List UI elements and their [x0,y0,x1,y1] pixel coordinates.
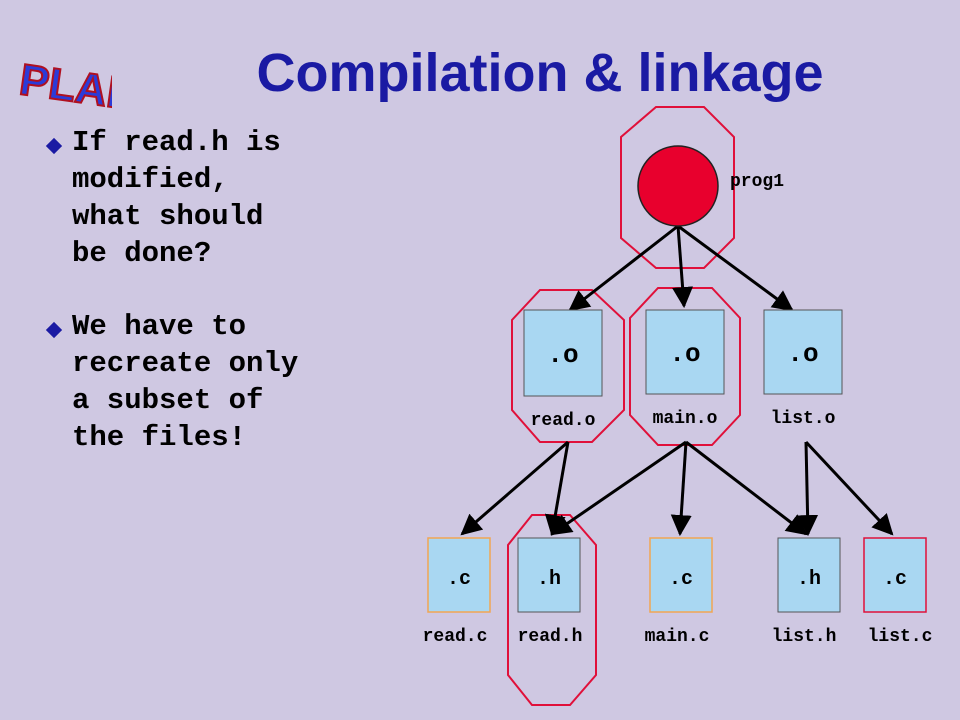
readh-box-text: .h [537,568,561,591]
listo-box-text: .o [787,339,818,369]
edge-prog1-maino [672,225,694,309]
highlight-reado-octagon [511,289,625,443]
edge-maino-listh [685,440,808,536]
highlight-maino-octagon [629,287,741,446]
maino-label: main.o [653,409,718,429]
reado-box-text: .o [547,340,578,370]
bullet-item: We have to recreate only a subset of the… [45,308,406,456]
bullet-answer-text: We have to recreate only a subset of the… [72,310,299,454]
bullet-list: If read.h is modified, what should be do… [45,124,406,492]
readc-box [427,537,491,613]
prog1-label: prog1 [730,172,784,192]
bullet-question-text: If read.h is modified, what should be do… [72,126,281,270]
listc-label: list.c [868,627,933,647]
listh-box-text: .h [797,568,821,591]
edge-reado-readc [460,440,569,536]
listh-label: list.h [772,627,837,647]
slide-title: Compilation & linkage [256,43,824,103]
listo-label: list.o [771,409,836,429]
readh-box [517,537,581,613]
edge-prog1-reado [568,224,679,312]
highlight-prog1-octagon [620,106,735,269]
listc-box [863,537,927,613]
readc-label: read.c [423,627,488,647]
readh-label: read.h [518,627,583,647]
prog1-node [637,145,719,227]
mainc-box [649,537,713,613]
edge-listo-listh [797,441,819,537]
listo-box [763,309,843,395]
reado-label: read.o [531,411,596,431]
edge-listo-listc [804,440,894,536]
readc-box-text: .c [447,568,471,591]
listh-box [777,537,841,613]
maino-box [645,309,725,395]
mainc-box-text: .c [669,568,693,591]
maino-box-text: .o [669,339,700,369]
edge-maino-readh [550,440,687,536]
reado-box [523,309,603,397]
edge-maino-mainc [670,441,692,537]
edge-reado-readh [544,441,570,537]
highlight-readh-octagon [507,514,597,706]
listc-box-text: .c [883,568,907,591]
bullet-item: If read.h is modified, what should be do… [45,124,406,272]
mainc-label: main.c [645,627,710,647]
edge-prog1-listo [677,224,794,312]
